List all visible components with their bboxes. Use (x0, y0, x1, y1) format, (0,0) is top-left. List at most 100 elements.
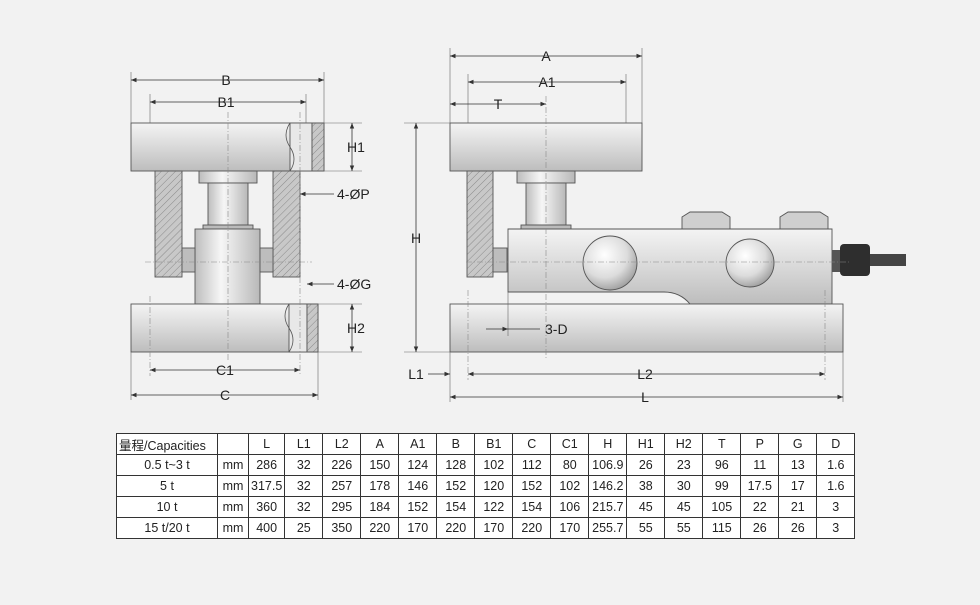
cell-block (194, 228, 261, 305)
right-post (272, 170, 301, 278)
value-cell: 170 (474, 517, 514, 539)
value-cell: 13 (778, 454, 818, 476)
value-cell: 152 (512, 475, 552, 497)
cable-connector (840, 244, 870, 276)
value-cell: 146 (398, 475, 438, 497)
value-cell: 154 (512, 496, 552, 518)
value-cell: 360 (247, 496, 286, 518)
bottom-plate (130, 303, 319, 353)
value-cell: 102 (550, 475, 590, 497)
value-cell: 30 (664, 475, 704, 497)
value-cell: 122 (474, 496, 514, 518)
value-cell: 45 (626, 496, 666, 518)
value-cell: 112 (512, 454, 552, 476)
value-cell: 23 (664, 454, 704, 476)
value-cell: 317.5 (247, 475, 286, 497)
value-cell: 45 (664, 496, 704, 518)
dim-A: A (541, 48, 551, 64)
value-cell: 152 (398, 496, 438, 518)
value-cell: 1.6 (816, 475, 856, 497)
gauge-disc-left (582, 235, 638, 291)
value-cell: 286 (247, 454, 286, 476)
unit-cell: mm (217, 475, 249, 497)
unit-cell: mm (217, 517, 249, 539)
capacity-cell: 0.5 t~3 t (116, 454, 218, 476)
value-cell: 17 (778, 475, 818, 497)
dim-C: C (220, 387, 230, 403)
value-cell: 55 (664, 517, 704, 539)
value-cell: 32 (284, 496, 324, 518)
header-cell: B (436, 433, 476, 455)
value-cell: 21 (778, 496, 818, 518)
value-cell: 26 (778, 517, 818, 539)
dim-A1: A1 (538, 74, 555, 90)
value-cell: 22 (740, 496, 780, 518)
value-cell: 146.2 (588, 475, 628, 497)
header-cell: A1 (398, 433, 438, 455)
value-cell: 55 (626, 517, 666, 539)
dim-L2: L2 (637, 366, 653, 382)
value-cell: 178 (360, 475, 400, 497)
header-cell: C (512, 433, 552, 455)
dim-H2: H2 (347, 320, 365, 336)
header-cell: C1 (550, 433, 590, 455)
dim-B: B (221, 72, 230, 88)
left-post (154, 170, 183, 278)
value-cell: 170 (550, 517, 590, 539)
header-cell: L (247, 433, 286, 455)
header-cell: D (816, 433, 856, 455)
beam-load-cell (507, 228, 833, 305)
hex-bolt-2 (779, 211, 829, 230)
value-cell: 3 (816, 496, 856, 518)
value-cell: 220 (512, 517, 552, 539)
value-cell: 32 (284, 454, 324, 476)
value-cell: 400 (247, 517, 286, 539)
value-cell: 257 (322, 475, 362, 497)
value-cell: 17.5 (740, 475, 780, 497)
dim-T: T (494, 96, 503, 112)
value-cell: 3 (816, 517, 856, 539)
header-cell: P (740, 433, 780, 455)
header-cell: L2 (322, 433, 362, 455)
value-cell: 99 (702, 475, 742, 497)
hex-bolt-1 (681, 211, 731, 230)
unit-cell: mm (217, 496, 249, 518)
header-cell: 量程/Capacities (116, 433, 218, 455)
value-cell: 96 (702, 454, 742, 476)
base-plate (449, 303, 844, 353)
dim-G: 4-ØG (337, 276, 371, 292)
value-cell: 154 (436, 496, 476, 518)
value-cell: 124 (398, 454, 438, 476)
value-cell: 220 (360, 517, 400, 539)
spec-table: 量程/Capacities L L1 L2 A A1 B B1 C C1 H H… (116, 433, 856, 539)
value-cell: 255.7 (588, 517, 628, 539)
value-cell: 32 (284, 475, 324, 497)
header-cell (217, 433, 249, 455)
value-cell: 26 (626, 454, 666, 476)
dim-D: 3-D (545, 321, 568, 337)
value-cell: 350 (322, 517, 362, 539)
header-cell: H2 (664, 433, 704, 455)
value-cell: 80 (550, 454, 590, 476)
dim-L: L (641, 389, 649, 405)
value-cell: 102 (474, 454, 514, 476)
value-cell: 226 (322, 454, 362, 476)
header-cell: B1 (474, 433, 514, 455)
capacity-cell: 10 t (116, 496, 218, 518)
header-cell: H (588, 433, 628, 455)
dim-H1: H1 (347, 139, 365, 155)
side-view: B B1 H1 4-ØP 4-ØG H2 C1 C (130, 72, 371, 403)
value-cell: 150 (360, 454, 400, 476)
bolt-left (181, 247, 196, 273)
value-cell: 115 (702, 517, 742, 539)
value-cell: 295 (322, 496, 362, 518)
value-cell: 215.7 (588, 496, 628, 518)
cable-gland (832, 250, 840, 272)
value-cell: 106 (550, 496, 590, 518)
dim-C1: C1 (216, 362, 234, 378)
